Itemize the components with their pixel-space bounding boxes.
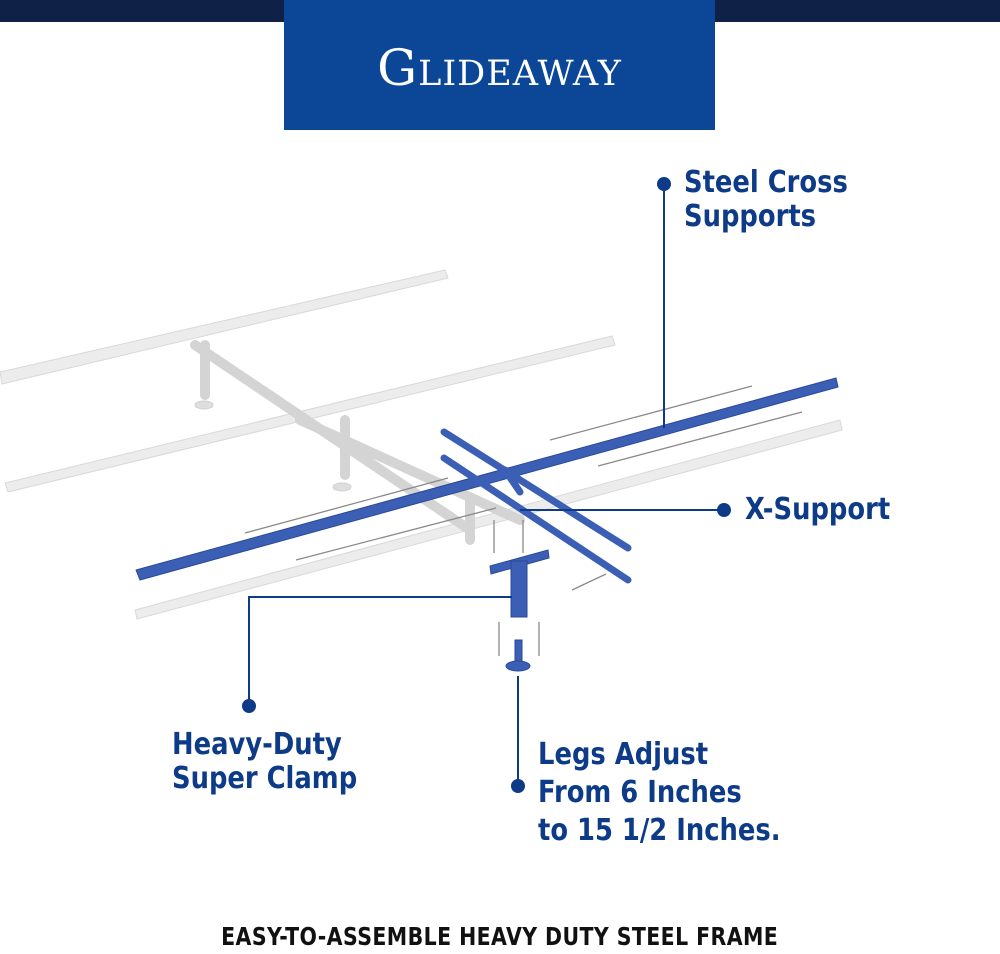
blue-cross-support	[135, 377, 839, 581]
grey-rail-front	[134, 419, 843, 620]
footer-tagline-text: EASY-TO-ASSEMBLE HEAVY DUTY STEEL FRAME	[221, 922, 779, 951]
blue-super-clamp	[489, 549, 550, 618]
footer-tagline: EASY-TO-ASSEMBLE HEAVY DUTY STEEL FRAME	[0, 922, 1000, 951]
grey-feet	[194, 400, 352, 492]
grey-rail-back	[0, 269, 449, 385]
grey-frame-rails	[0, 269, 843, 620]
dot-clamp	[242, 699, 256, 713]
callout-super-clamp: Heavy-Duty Super Clamp	[172, 727, 358, 796]
blue-leg-foot	[505, 639, 531, 672]
callout-x-support: X-Support	[745, 492, 891, 527]
motion-arrows	[244, 385, 803, 656]
callout-legs-adjust: Legs Adjust From 6 Inches to 15 1/2 Inch…	[538, 737, 781, 848]
dot-cross-supports	[657, 177, 671, 191]
blue-x-support	[440, 428, 632, 584]
callout-dots	[242, 177, 731, 793]
brand-logo: Glideaway	[284, 0, 715, 130]
callout-steel-cross-supports: Steel Cross Supports	[684, 165, 848, 234]
brand-logo-text: Glideaway	[377, 39, 622, 97]
dot-legs	[511, 779, 525, 793]
callout-leaders	[248, 184, 724, 786]
dot-x-support	[717, 503, 731, 517]
grey-rail-middle	[4, 335, 616, 493]
